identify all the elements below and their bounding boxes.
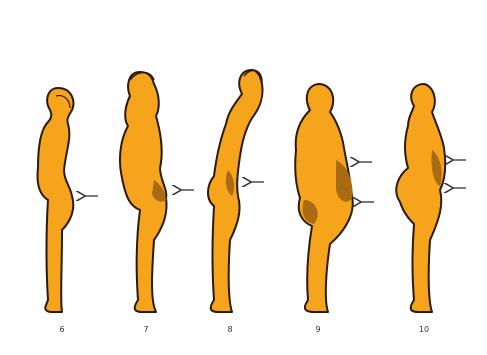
figure-label-7: 7 [126,325,166,334]
figure-label-8: 8 [210,325,250,334]
figure-6 [37,88,73,312]
figure-label-9: 9 [298,325,338,334]
figure-label-6: 6 [42,325,82,334]
figure-label-10: 10 [404,325,444,334]
figure-9 [295,84,353,312]
figure-10 [396,84,445,312]
figure-8 [208,70,263,312]
figure-7 [120,72,167,312]
